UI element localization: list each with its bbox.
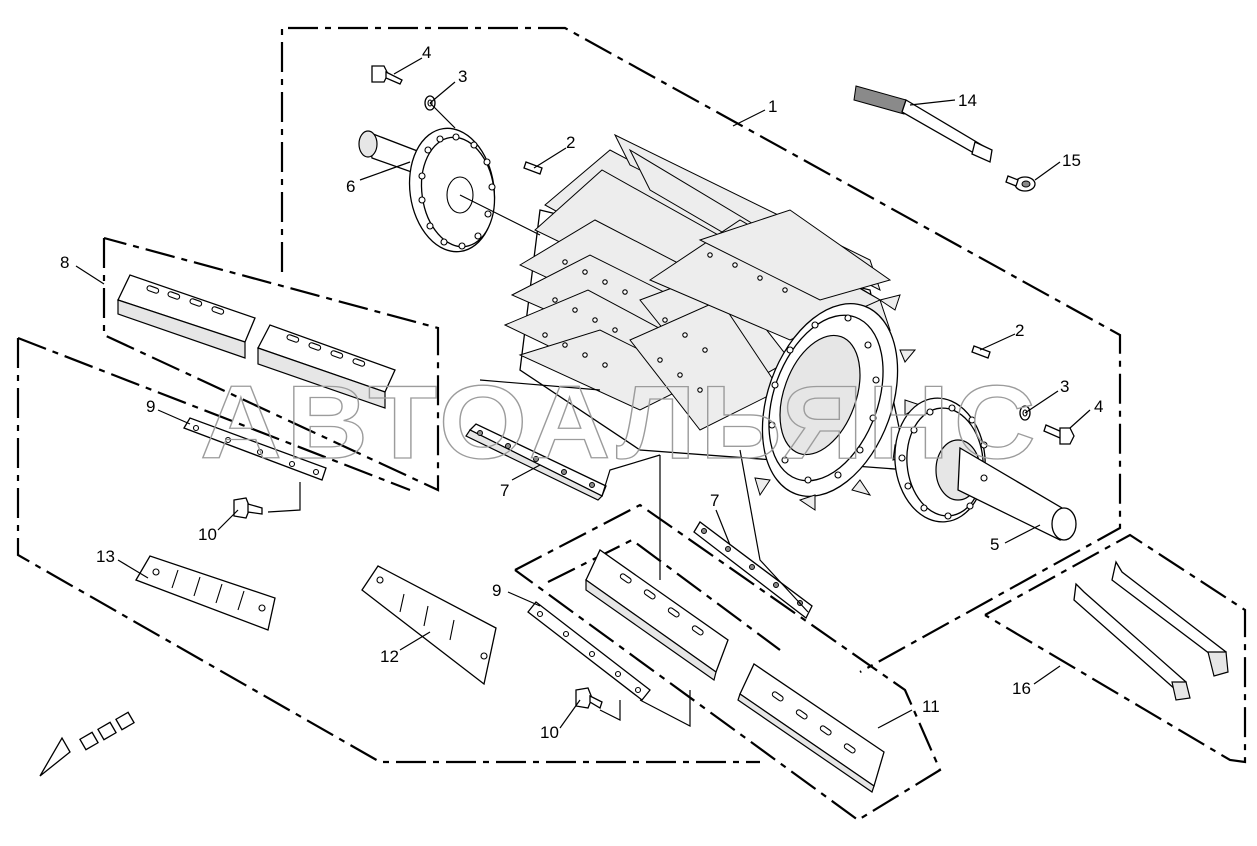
tool-14 — [853, 85, 993, 163]
callout-9-right: 9 — [492, 581, 501, 600]
shaft-5 — [894, 397, 1077, 542]
callout-8: 8 — [60, 253, 69, 272]
callout-10-left: 10 — [198, 525, 217, 544]
bolt-10-right — [575, 687, 603, 709]
leader-lines — [75, 57, 1091, 729]
set-screw-2-upper — [523, 161, 543, 175]
callout-16: 16 — [1012, 679, 1031, 698]
bar-9-left — [183, 417, 327, 481]
callout-11: 11 — [922, 697, 940, 716]
inner-knife-outline — [547, 538, 781, 651]
rotor-drum-1 — [503, 133, 922, 511]
clip-15 — [1005, 175, 1036, 192]
knife-16b — [1073, 582, 1191, 701]
watermark-text: АВТОАЛЬЯНС — [200, 365, 1040, 481]
shaft-6 — [358, 127, 496, 253]
callout-3-right: 3 — [1060, 377, 1069, 396]
callout-4-right: 4 — [1094, 397, 1103, 416]
callout-9-left: 9 — [146, 397, 155, 416]
rotor-blades — [503, 133, 892, 431]
callout-labels: 1 2 2 3 3 4 4 5 6 7 7 8 9 9 10 10 11 12 … — [60, 43, 1103, 742]
callout-14: 14 — [958, 91, 977, 110]
callout-15: 15 — [1062, 151, 1081, 170]
group-outlines — [16, 26, 1247, 822]
callout-2-upper: 2 — [566, 133, 575, 152]
callout-3-upper: 3 — [458, 67, 467, 86]
knife-group-11-outline — [514, 503, 942, 822]
bar-9-right — [527, 601, 651, 701]
knife-11 — [737, 663, 885, 793]
callout-7-left: 7 — [500, 481, 509, 500]
bar-7-right — [693, 521, 813, 619]
callout-10-right: 10 — [540, 723, 559, 742]
callout-1: 1 — [768, 97, 777, 116]
callout-2-right: 2 — [1015, 321, 1024, 340]
bar-7-left — [465, 423, 607, 501]
left-knife-group-top-edge — [17, 336, 411, 492]
blade-holes — [542, 252, 788, 393]
knife-group-16-outline — [984, 533, 1247, 764]
callout-6: 6 — [346, 177, 355, 196]
rotor-disc-bolts — [768, 314, 880, 484]
knife-group-8-outline — [102, 236, 440, 492]
knife-inner — [585, 549, 729, 681]
knife-12 — [361, 565, 497, 686]
bolt-4-upper — [371, 65, 403, 85]
callout-12: 12 — [380, 647, 399, 666]
left-knife-group-outline — [16, 338, 760, 764]
knife-16a — [1111, 560, 1229, 677]
bolt-4-right — [1043, 424, 1075, 445]
bolt-10-left — [233, 497, 263, 519]
callout-13: 13 — [96, 547, 115, 566]
set-screw-2-right — [971, 345, 991, 359]
callout-5: 5 — [990, 535, 999, 554]
reference-lines — [267, 102, 809, 727]
knife-13 — [135, 555, 276, 631]
callout-7-right: 7 — [710, 491, 719, 510]
assembly-1-outline — [280, 26, 1122, 673]
knife-8a — [117, 274, 256, 359]
callout-4-upper: 4 — [422, 43, 431, 62]
direction-arrow-icon — [39, 711, 135, 777]
knife-8b — [257, 324, 396, 409]
